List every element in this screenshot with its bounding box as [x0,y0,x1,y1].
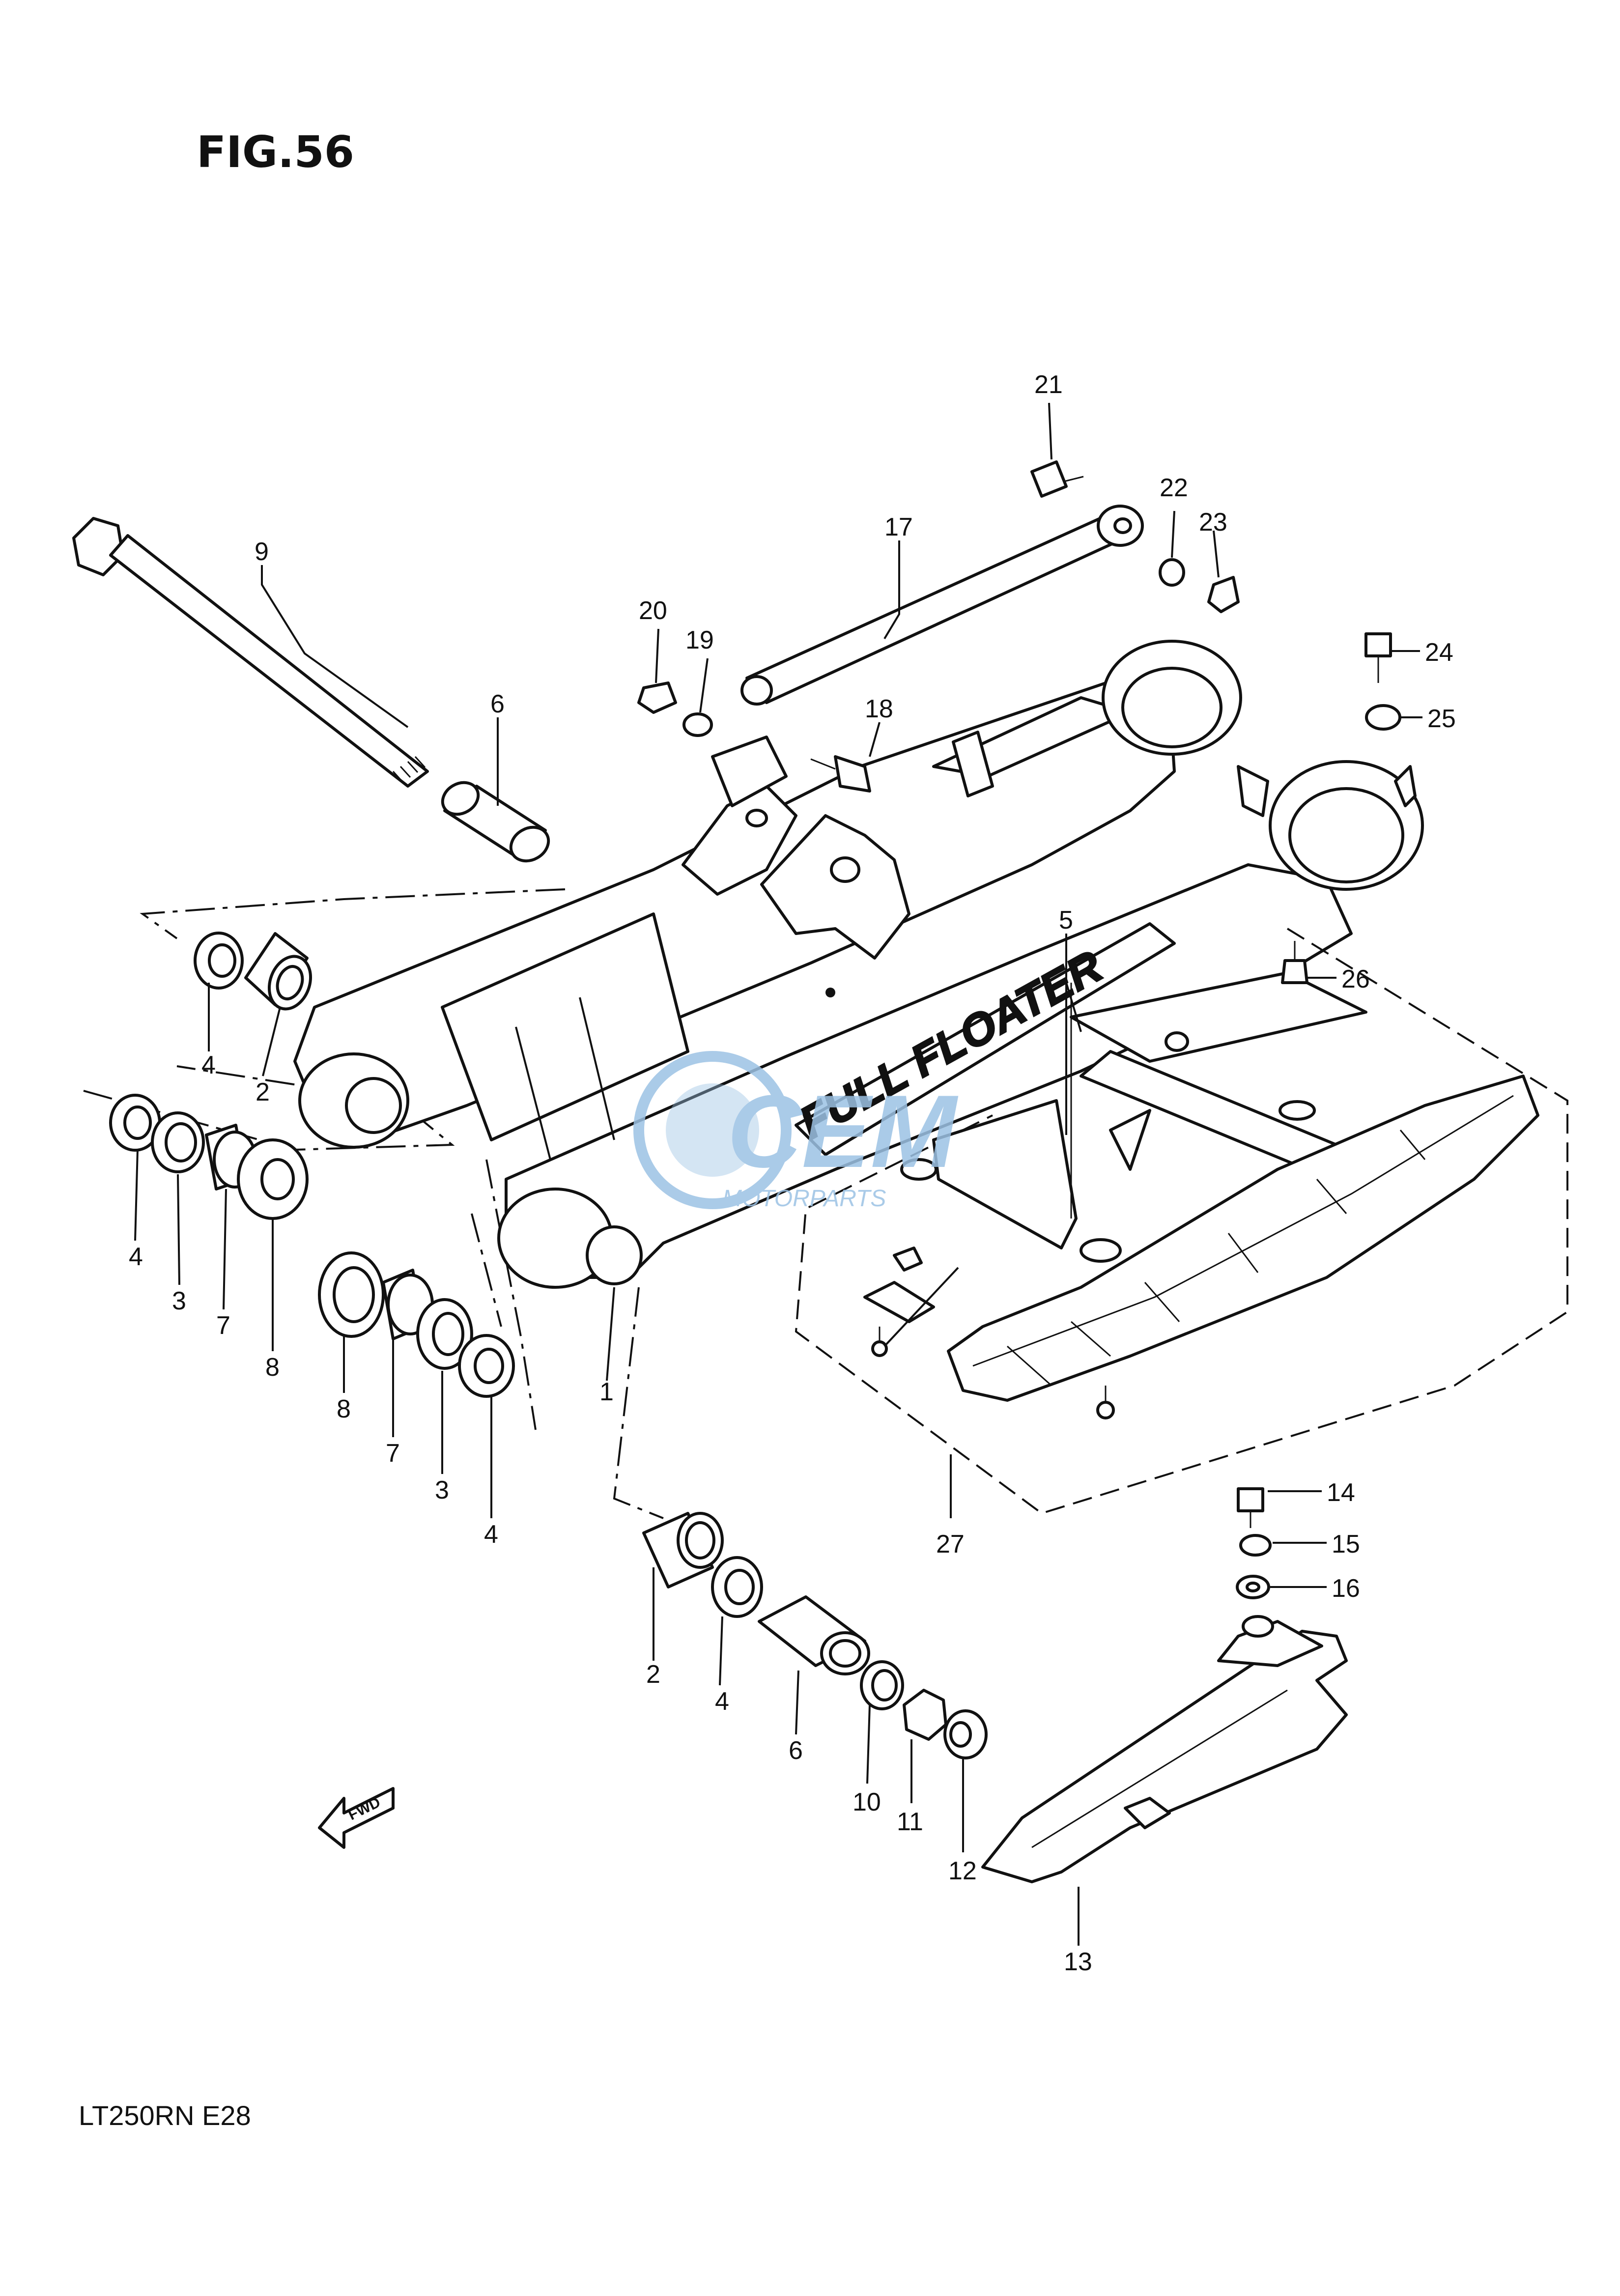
part-9-pivot-shaft [72,517,429,788]
part-10-washer [860,1660,904,1710]
callout-19: 19 [685,626,714,654]
leader-lines [134,402,1422,1946]
watermark-sub: MOTORPARTS [722,1186,886,1212]
part-8-washer-right [318,1251,385,1338]
part-25-washer [1365,704,1401,731]
callout-25: 25 [1427,705,1456,733]
part-15-washer [1239,1534,1272,1557]
callout-5: 5 [1059,906,1073,935]
part-22-washer [1159,558,1185,587]
part-6-upper-spacer [441,781,550,863]
callout-4-upper: 4 [201,1051,216,1079]
part-4-seal-upper [194,932,244,990]
callout-10: 10 [853,1788,881,1816]
part-4-seal-lower [711,1556,763,1618]
watermark-brand: CEM [727,1074,959,1189]
callout-12: 12 [948,1857,977,1885]
callout-4-left: 4 [129,1243,143,1271]
callout-2-upper: 2 [256,1078,270,1106]
callout-labels: 9 6 4 2 4 3 7 8 8 7 3 4 1 5 17 18 19 20 … [129,370,1456,1976]
part-4-seal-left [109,1094,161,1152]
part-20-nut [637,681,677,714]
callout-15: 15 [1332,1530,1360,1559]
part-8-washer-left [237,1138,309,1220]
callout-6-lower: 6 [789,1736,803,1765]
callout-4-right: 4 [484,1520,498,1549]
callout-27: 27 [936,1530,965,1559]
part-11-nut [903,1689,947,1741]
callout-23: 23 [1199,508,1227,537]
part-16-washer [1236,1575,1270,1599]
part-2-bearing-upper [244,932,313,1011]
part-6-lower-spacer [758,1595,870,1675]
callout-11: 11 [897,1808,923,1836]
callout-8-left: 8 [265,1353,280,1382]
callout-2-lower: 2 [646,1660,660,1689]
callout-14: 14 [1327,1478,1355,1507]
part-27-guard [863,971,1539,1419]
callout-3-right: 3 [435,1476,449,1504]
callout-21: 21 [1034,370,1063,399]
callout-13: 13 [1064,1948,1092,1976]
callout-16: 16 [1332,1574,1360,1603]
callout-7-left: 7 [216,1311,230,1340]
part-3-ring-left [151,1111,205,1173]
fwd-arrow-icon: FWD [318,1787,395,1849]
part-23-nut [1207,576,1240,613]
part-2-bearing-lower [642,1512,724,1588]
part-3-ring-right [416,1298,473,1370]
part-24-bolt [1364,632,1392,683]
callout-24: 24 [1425,638,1453,667]
part-21-bolt [1030,460,1084,498]
watermark-logo: CEM MOTORPARTS [633,1051,959,1212]
callout-8-right: 8 [337,1395,351,1423]
callout-4-lower: 4 [715,1687,729,1716]
part-18-bolt [810,755,871,793]
part-4-seal-right [458,1334,515,1398]
part-14-bolt [1237,1487,1264,1528]
callout-1: 1 [599,1378,614,1406]
part-17-rod [711,505,1144,807]
part-12-cap [943,1709,988,1759]
part-13-chain-guard [981,1615,1348,1883]
callout-26: 26 [1341,965,1370,993]
callout-3-left: 3 [172,1287,186,1315]
callout-9: 9 [255,538,269,566]
callout-6-upper: 6 [490,690,505,718]
callout-17: 17 [884,513,913,541]
part-26-bolt [1281,941,1308,984]
figure-title: FIG.56 [197,127,354,177]
callout-18: 18 [865,695,893,723]
callout-7-right: 7 [386,1439,400,1468]
part-19-washer [682,712,713,737]
callout-22: 22 [1160,474,1188,502]
callout-20: 20 [639,596,667,625]
model-code: LT250RN E28 [79,2100,251,2131]
